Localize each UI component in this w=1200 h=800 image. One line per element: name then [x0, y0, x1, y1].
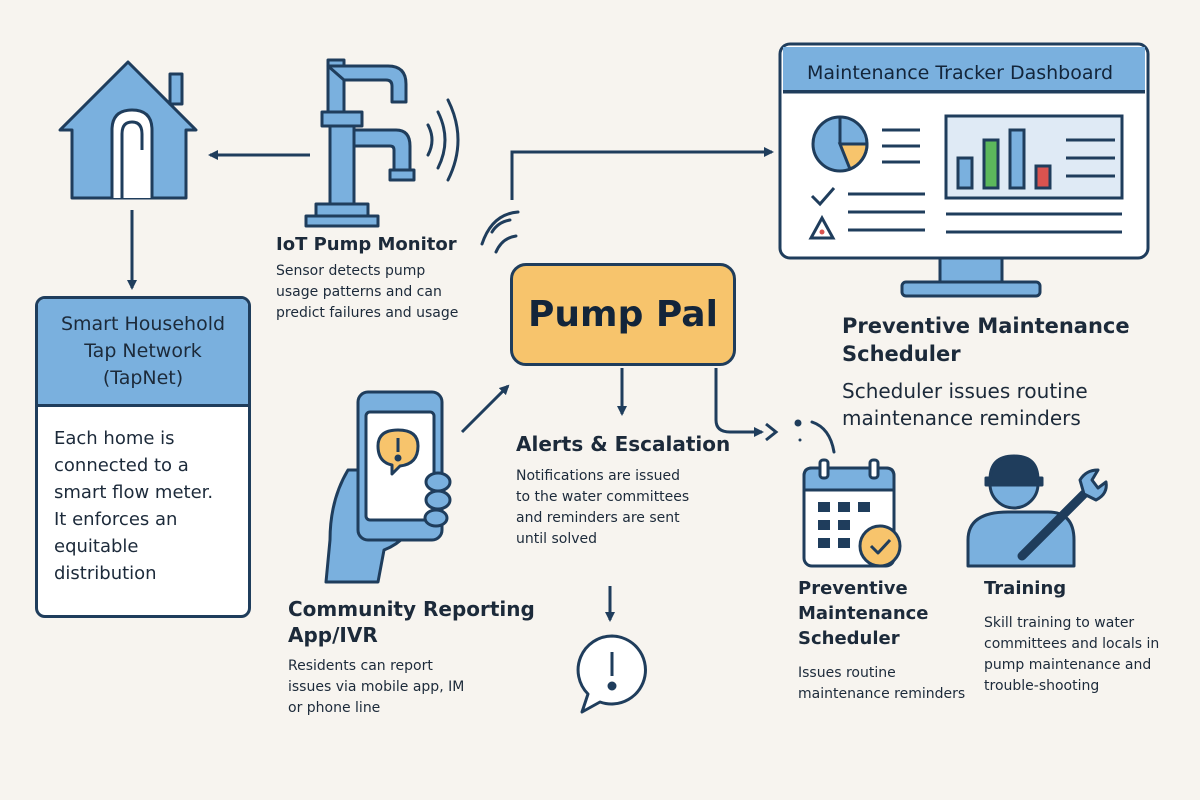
- tapnet-card: Smart Household Tap Network (TapNet) Eac…: [35, 296, 251, 618]
- tap-icon: [304, 58, 416, 228]
- iot-monitor-title: IoT Pump Monitor: [276, 234, 457, 255]
- iot-desc-line: usage patterns and can: [276, 284, 442, 300]
- connector-dots: [794, 419, 836, 454]
- alerts-desc: Notifications are issued to the water co…: [516, 466, 756, 550]
- scheduler-main-desc-line: Scheduler issues routine: [842, 379, 1088, 403]
- tapnet-body-line: Each home is: [54, 428, 175, 449]
- house-icon: [58, 60, 198, 200]
- tapnet-body-line: connected to a: [54, 455, 189, 476]
- alerts-desc-line: to the water committees: [516, 489, 690, 505]
- scheduler-small-desc-line: Issues routine: [798, 665, 896, 681]
- chevron-icon: [765, 422, 779, 442]
- community-desc-line: or phone line: [288, 700, 381, 716]
- alerts-block: Alerts & Escalation Notifications are is…: [516, 432, 756, 550]
- tapnet-title-line: (TapNet): [102, 367, 184, 389]
- scheduler-small-desc: Issues routine maintenance reminders: [798, 663, 978, 705]
- training-block: Training Skill training to water committ…: [984, 578, 1184, 697]
- scheduler-main-title-line: Scheduler: [842, 342, 961, 366]
- training-desc-line: trouble-shooting: [984, 678, 1100, 694]
- tapnet-body-line: smart flow meter.: [54, 482, 214, 503]
- dashboard-title: Maintenance Tracker Dashboard: [806, 62, 1114, 84]
- scheduler-small-block: Preventive Maintenance Scheduler Issues …: [798, 576, 978, 705]
- dashboard-monitor: [778, 42, 1150, 298]
- alerts-title: Alerts & Escalation: [516, 432, 731, 456]
- tapnet-body-line: distribution: [54, 563, 157, 584]
- scheduler-main-title-line: Preventive Maintenance: [842, 314, 1130, 338]
- arrow-hub-to-dashboard: [510, 147, 774, 200]
- pump-pal-hub[interactable]: Pump Pal: [510, 263, 736, 366]
- arrow-phone-to-hub: [460, 384, 510, 434]
- training-desc-line: committees and locals in: [984, 636, 1160, 652]
- community-desc-line: Residents can report: [288, 658, 433, 674]
- tapnet-body-line: It enforces an: [54, 509, 178, 530]
- scheduler-main-desc-line: maintenance reminders: [842, 406, 1081, 430]
- scheduler-main-block: Preventive Maintenance Scheduler Schedul…: [842, 312, 1182, 432]
- technician-icon: [966, 454, 1108, 568]
- alerts-desc-line: Notifications are issued: [516, 468, 681, 484]
- calendar-icon: [802, 458, 902, 568]
- community-title-line: Community Reporting: [288, 597, 535, 621]
- iot-desc-line: predict failures and usage: [276, 305, 459, 321]
- scheduler-small-title-line: Preventive: [798, 578, 908, 599]
- scheduler-small-title-line: Maintenance: [798, 603, 929, 624]
- community-desc-line: issues via mobile app, IM: [288, 679, 465, 695]
- scheduler-main-title: Preventive Maintenance Scheduler: [842, 312, 1182, 368]
- iot-monitor-block: IoT Pump Monitor Sensor detects pump usa…: [276, 234, 506, 324]
- alerts-desc-line: until solved: [516, 531, 597, 547]
- iot-desc-line: Sensor detects pump: [276, 263, 426, 279]
- scheduler-small-title-line: Scheduler: [798, 628, 900, 649]
- tapnet-body-line: equitable: [54, 536, 139, 557]
- training-desc-line: Skill training to water: [984, 615, 1135, 631]
- scheduler-small-desc-line: maintenance reminders: [798, 686, 966, 702]
- signal-waves-icon: [426, 98, 460, 182]
- tapnet-card-body: Each home is connected to a smart flow m…: [38, 407, 248, 587]
- community-block: Community Reporting App/IVR Residents ca…: [288, 596, 548, 719]
- tapnet-card-header: Smart Household Tap Network (TapNet): [38, 299, 248, 407]
- tapnet-title-line: Tap Network: [84, 340, 202, 362]
- phone-report-icon: [324, 390, 452, 584]
- tapnet-title-line: Smart Household: [60, 313, 226, 335]
- community-title-line: App/IVR: [288, 623, 378, 647]
- iot-monitor-desc: Sensor detects pump usage patterns and c…: [276, 261, 506, 324]
- alerts-desc-line: and reminders are sent: [516, 510, 680, 526]
- arrow-hub-to-scheduler: [714, 368, 764, 437]
- training-desc-line: pump maintenance and: [984, 657, 1152, 673]
- scheduler-main-desc: Scheduler issues routine maintenance rem…: [842, 378, 1182, 432]
- training-desc: Skill training to water committees and l…: [984, 613, 1184, 697]
- community-title: Community Reporting App/IVR: [288, 596, 548, 648]
- alert-bubble-icon: [576, 634, 647, 714]
- training-title: Training: [984, 578, 1067, 599]
- community-desc: Residents can report issues via mobile a…: [288, 656, 548, 719]
- scheduler-small-title: Preventive Maintenance Scheduler: [798, 576, 978, 651]
- hub-signal-icon: [480, 210, 520, 254]
